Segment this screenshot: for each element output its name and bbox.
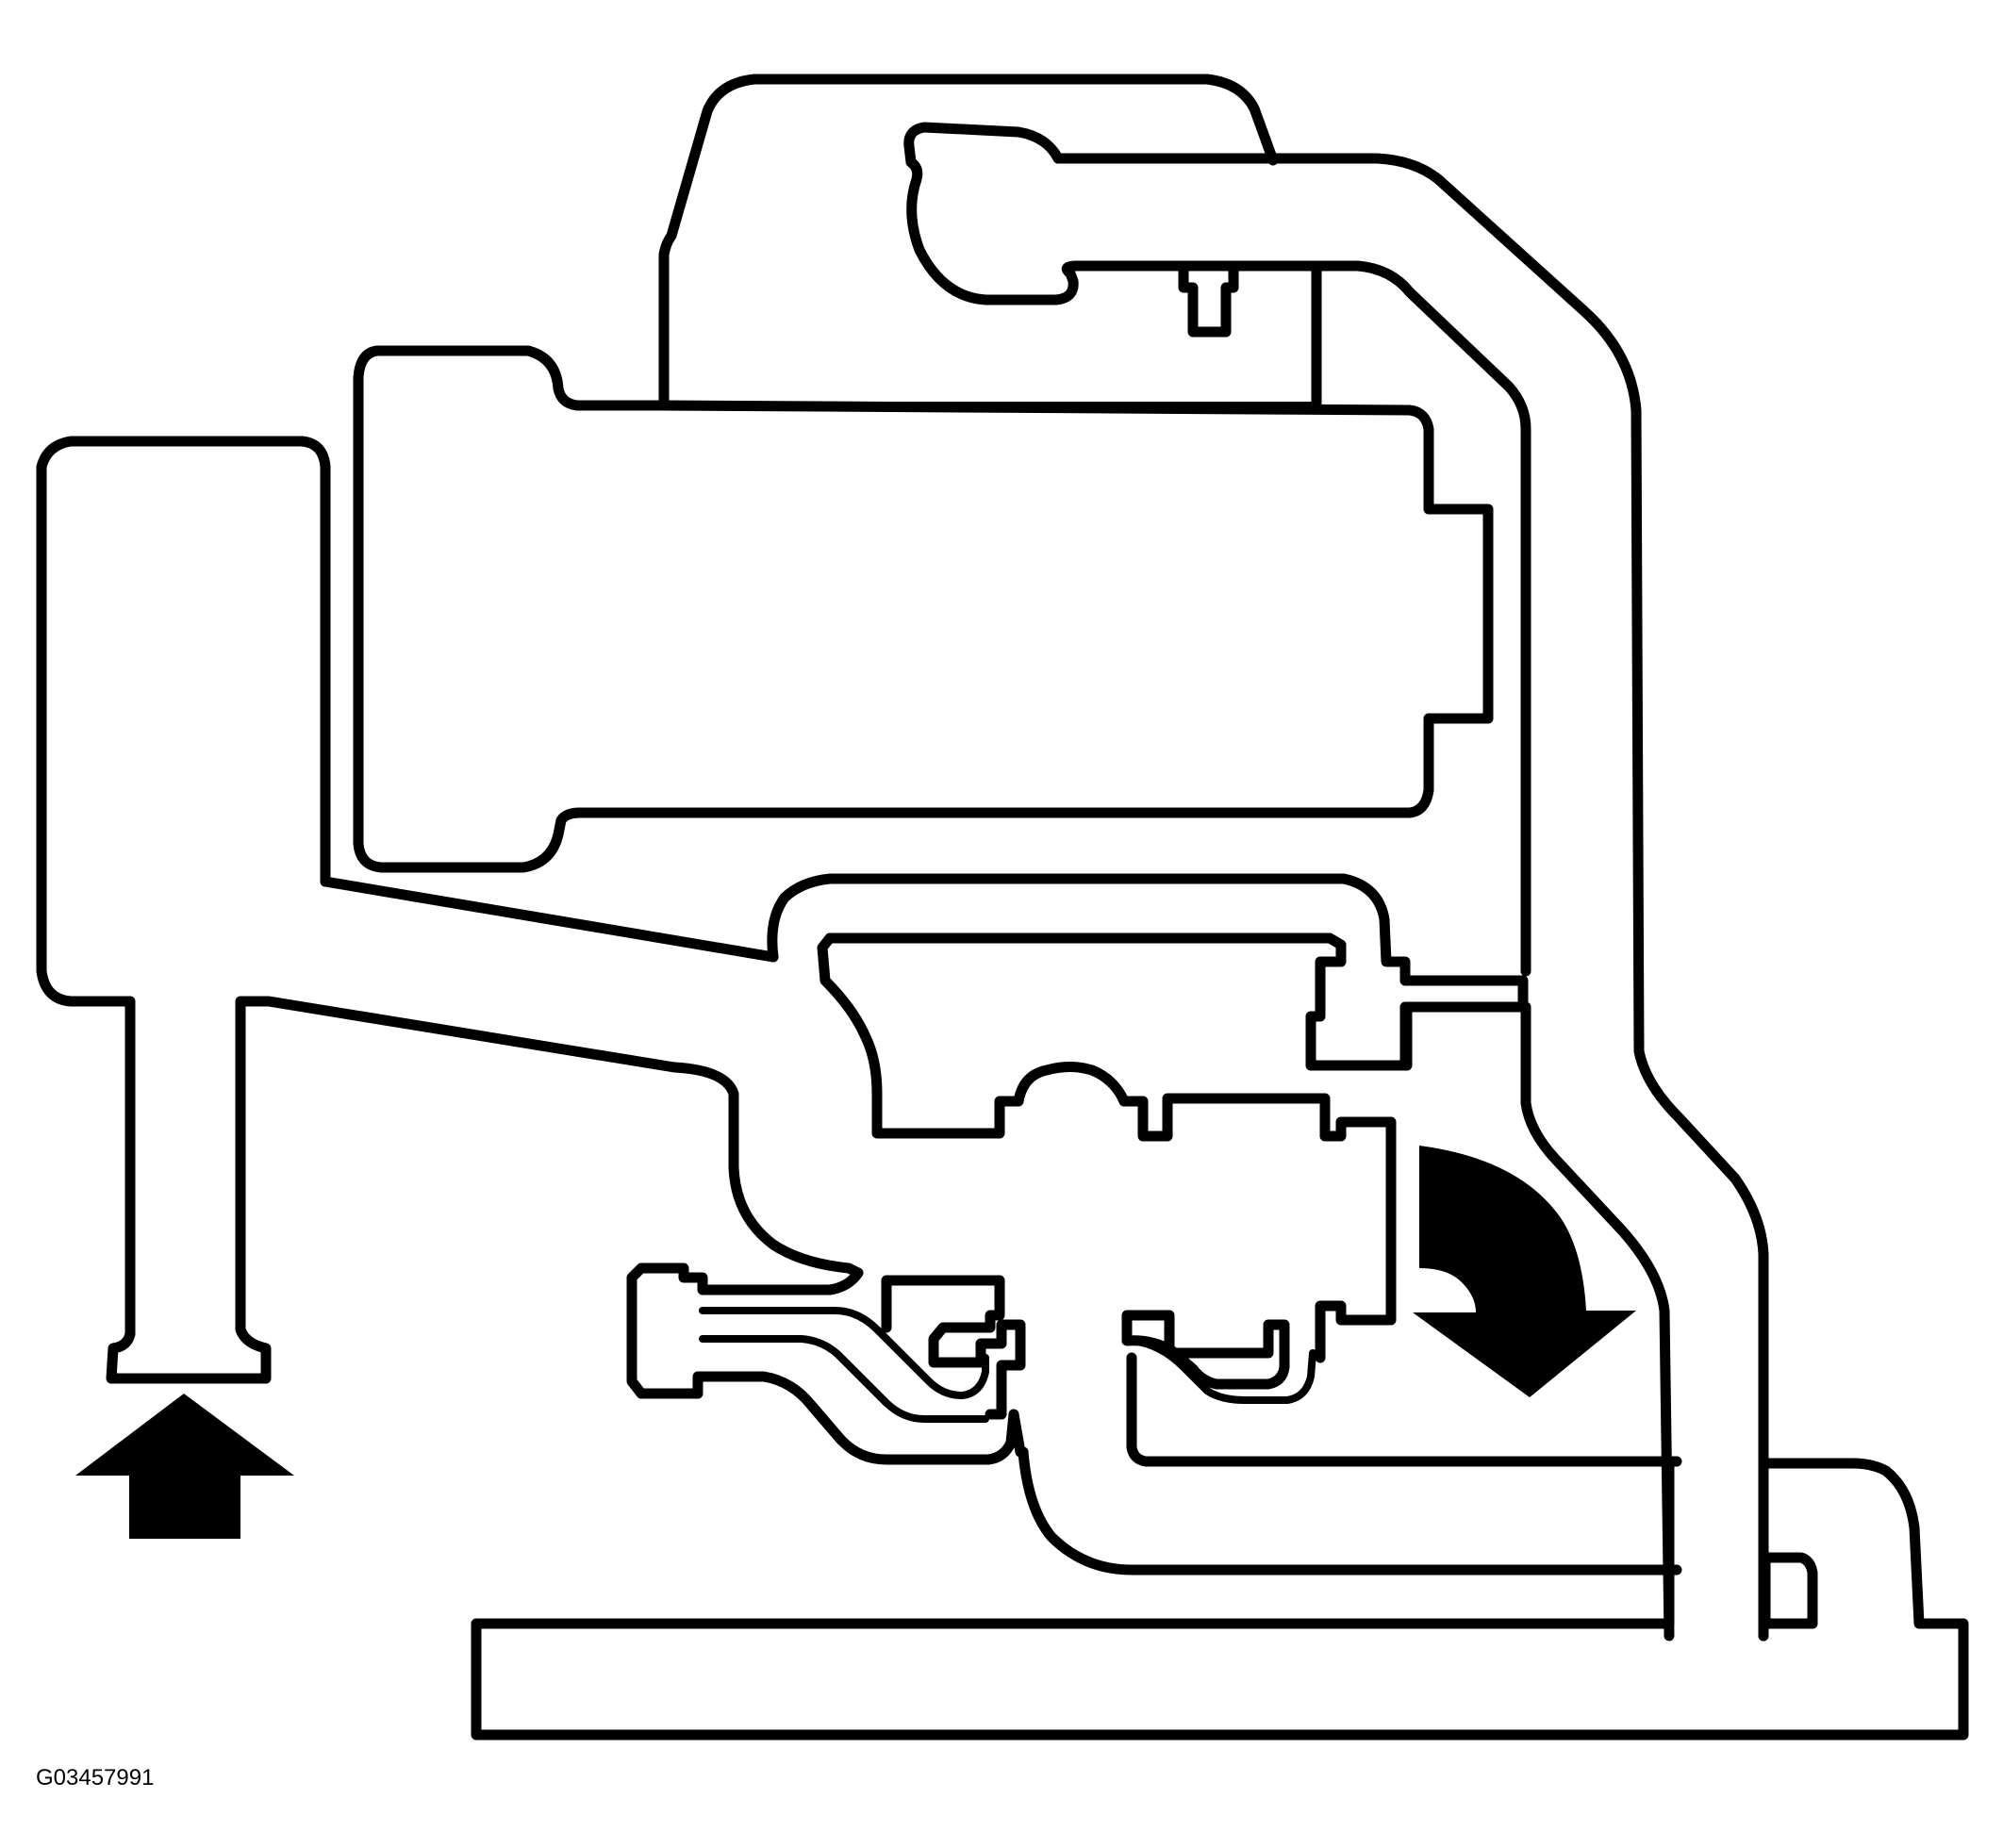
right-bypass-pipe xyxy=(1401,1001,1675,1642)
inflow-arrow xyxy=(75,1394,294,1539)
bottom-return-pipe xyxy=(1018,1446,1682,1576)
pump-impeller-cavity xyxy=(817,932,1397,1363)
heater-valve-inner xyxy=(699,1307,989,1399)
engine-block xyxy=(353,345,1494,873)
radiator-tank xyxy=(36,436,864,1384)
upper-outlet-pipe xyxy=(1052,153,1769,1642)
heater-valve-inner-2 xyxy=(699,1335,989,1423)
lower-chamber xyxy=(1121,1310,1290,1390)
pump-housing-outer xyxy=(767,873,1529,1071)
lower-return-pipe xyxy=(1126,1352,1682,1467)
upper-inner-pipe xyxy=(1069,260,1531,977)
thermostat-stem xyxy=(1178,260,1239,338)
figure-id-label: G03457991 xyxy=(36,1765,155,1790)
heater-valve-cap xyxy=(881,1275,1026,1420)
upper-housing xyxy=(658,74,1279,411)
thermostat-bulb xyxy=(903,122,1083,305)
heater-hose-link xyxy=(1008,1409,1029,1458)
pump-housing-inner xyxy=(824,932,1413,1071)
heater-valve-body xyxy=(626,1262,1019,1465)
radiator-upper-hose xyxy=(320,876,779,963)
outflow-arrow xyxy=(1413,1146,1636,1397)
bottom-rail xyxy=(471,1456,1969,1741)
drain-plug xyxy=(1760,1552,1818,1629)
lower-chamber-inner xyxy=(1128,1337,1316,1404)
